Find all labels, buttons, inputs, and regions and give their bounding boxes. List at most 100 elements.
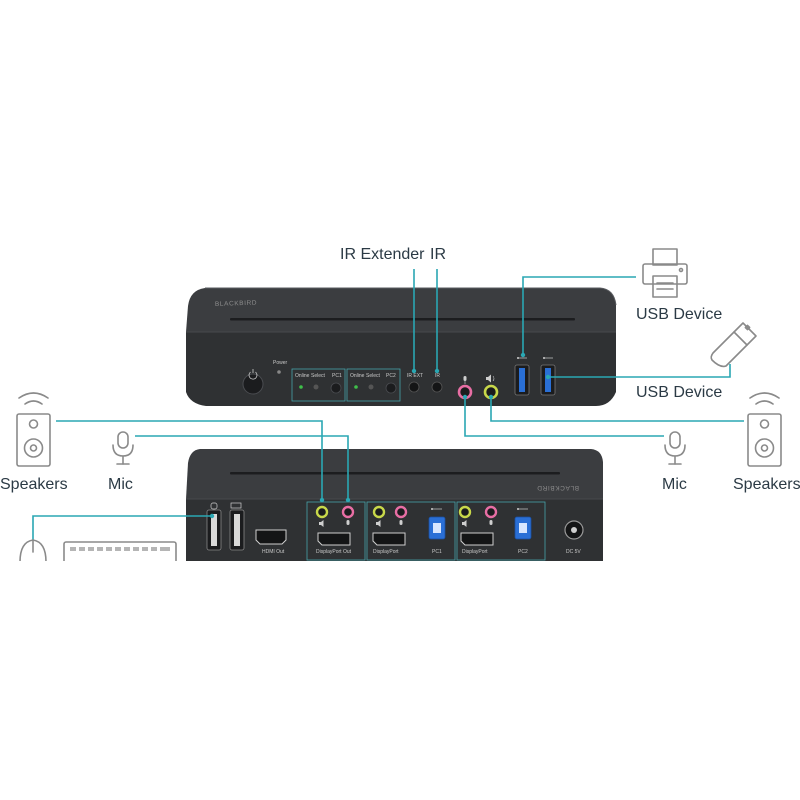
pc1-online-led xyxy=(299,385,303,389)
usb-device-label-2: USB Device xyxy=(636,384,722,401)
rear-console-mic-jack[interactable] xyxy=(341,505,355,519)
mouse-line xyxy=(32,515,212,540)
pc2-usb-symbol-icon xyxy=(517,508,528,510)
usb-device-2-dot xyxy=(545,374,551,380)
pc1-select-indicator xyxy=(313,384,319,390)
pc2-audio-jack[interactable] xyxy=(458,505,472,519)
pc2-usb-b-port[interactable] xyxy=(514,516,532,540)
dc-power-jack[interactable] xyxy=(564,520,584,540)
mouse-dot xyxy=(209,513,215,519)
pc2-usb-label: PC2 xyxy=(518,549,528,555)
pc1-select-button[interactable] xyxy=(330,382,342,394)
mic-right-icon xyxy=(664,431,686,465)
rear-kvm-unit: BLACKBIRD HDMI Out xyxy=(186,449,603,561)
pc1-audio-symbol-icon xyxy=(376,520,381,527)
pc2-select-indicator xyxy=(368,384,374,390)
pc1-audio-jack[interactable] xyxy=(372,505,386,519)
pc1-usb-b-port[interactable] xyxy=(428,516,446,540)
usb-device-2-line xyxy=(548,364,731,378)
mic-right-line xyxy=(464,397,664,437)
pc2-port-group xyxy=(456,501,546,561)
mic-right-label: Mic xyxy=(662,476,687,493)
front-mic-symbol-icon xyxy=(463,376,467,384)
speaker-right-icon xyxy=(747,392,782,467)
pc2-control-group xyxy=(346,368,401,402)
pc1-displayport-label: DisplayPort xyxy=(373,549,399,555)
ir-port[interactable] xyxy=(431,381,443,393)
speakers-left-line xyxy=(56,420,323,500)
pc2-online-led xyxy=(354,385,358,389)
pc1-select-label: Select xyxy=(311,373,326,379)
usb-drive-icon xyxy=(710,322,757,368)
ir-extender-dot xyxy=(411,368,417,374)
rear-usb-port-1[interactable] xyxy=(206,509,222,551)
pc2-select-label: Select xyxy=(366,373,381,379)
connection-lines xyxy=(32,269,744,540)
usb-device-1-line xyxy=(522,276,636,355)
front-brand-label: BLACKBIRD xyxy=(215,300,257,308)
pc1-displayport-port[interactable] xyxy=(372,532,406,546)
mic-left-label: Mic xyxy=(108,476,133,493)
usb-device-1-dot xyxy=(520,352,526,358)
hdmi-out-port[interactable] xyxy=(255,529,287,545)
speakers-right-label: Speakers xyxy=(733,476,800,493)
pc1-usb-symbol-icon xyxy=(431,508,442,510)
pc1-port-group xyxy=(366,501,456,561)
rear-keyboard-symbol-icon xyxy=(230,502,242,509)
power-button[interactable] xyxy=(242,373,264,395)
speakers-right-line xyxy=(490,397,744,422)
front-usb-port-1[interactable] xyxy=(514,364,530,396)
power-label: Power xyxy=(273,360,288,366)
pc1-usb-label: PC1 xyxy=(432,549,442,555)
pc2-port-label: PC2 xyxy=(386,373,396,379)
displayport-out-label: DisplayPort Out xyxy=(316,549,352,555)
mic-left-line xyxy=(135,435,349,500)
power-led xyxy=(277,370,281,374)
ir-label: IR xyxy=(435,373,440,379)
power-icon xyxy=(248,369,258,380)
ir-extender-label: IR Extender xyxy=(340,246,425,263)
ir-label-callout: IR xyxy=(430,246,446,263)
pc2-online-label: Online xyxy=(350,373,365,379)
pc2-mic-jack[interactable] xyxy=(484,505,498,519)
pc2-mic-symbol-icon xyxy=(489,520,493,525)
front-usb-port-2[interactable] xyxy=(540,364,556,396)
hdmi-out-label: HDMI Out xyxy=(262,549,285,555)
mic-left-dot xyxy=(345,497,351,503)
pc2-displayport-port[interactable] xyxy=(460,532,494,546)
pc1-mic-symbol-icon xyxy=(399,520,403,525)
pc1-mic-jack[interactable] xyxy=(394,505,408,519)
speakers-left-dot xyxy=(319,497,325,503)
rear-console-audio-jack[interactable] xyxy=(315,505,329,519)
pc1-port-label: PC1 xyxy=(332,373,342,379)
pc2-select-button[interactable] xyxy=(385,382,397,394)
mic-left-icon xyxy=(112,431,134,465)
speaker-left-icon xyxy=(16,392,51,467)
ir-ext-label: IR EXT xyxy=(407,373,423,379)
printer-icon xyxy=(642,248,688,298)
displayport-out-port[interactable] xyxy=(317,532,351,546)
pc1-online-label: Online xyxy=(295,373,310,379)
lower-blank-area xyxy=(0,561,800,800)
rear-mouse-symbol-icon xyxy=(210,502,218,510)
rear-console-mic-symbol-icon xyxy=(346,520,350,525)
dc-label: DC 5V xyxy=(566,549,581,555)
usb-device-label-1: USB Device xyxy=(636,306,722,323)
ir-ext-port[interactable] xyxy=(408,381,420,393)
front-usb-symbol-1-icon xyxy=(517,357,527,359)
pc1-control-group xyxy=(291,368,346,402)
console-port-group xyxy=(306,501,366,561)
keyboard-icon xyxy=(63,541,177,565)
front-audio-symbol-icon xyxy=(486,374,495,383)
speakers-left-label: Speakers xyxy=(0,476,68,493)
front-usb-symbol-2-icon xyxy=(543,357,553,359)
mic-right-dot xyxy=(462,394,468,400)
rear-usb-port-2[interactable] xyxy=(229,509,245,551)
rear-console-audio-symbol-icon xyxy=(319,520,324,527)
speakers-right-dot xyxy=(488,394,494,400)
rear-brand-label: BLACKBIRD xyxy=(537,484,579,491)
pc2-audio-symbol-icon xyxy=(462,520,467,527)
mouse-icon xyxy=(19,539,47,563)
